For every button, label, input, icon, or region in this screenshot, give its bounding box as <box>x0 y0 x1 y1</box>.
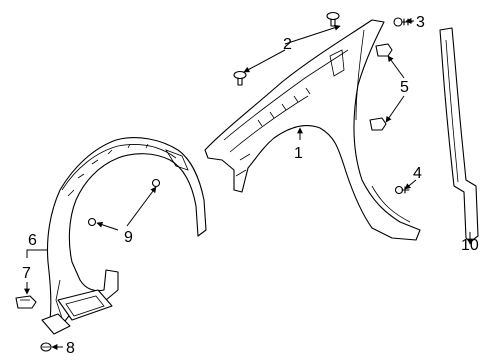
callout-7: 7 <box>22 265 31 282</box>
callout-2: 2 <box>283 36 292 53</box>
push-pin-fastener-top <box>326 11 340 27</box>
callout-9: 9 <box>124 229 133 246</box>
wheelhouse-liner-part <box>41 137 207 335</box>
clip-part-upper <box>375 43 393 57</box>
callout-4: 4 <box>413 165 422 182</box>
leader-lines <box>24 18 473 350</box>
callout-labels: 2 3 5 1 4 10 9 6 7 8 <box>22 14 479 357</box>
fender-apron-part <box>204 19 421 241</box>
callout-1: 1 <box>294 145 303 162</box>
leader-2-left <box>243 49 286 73</box>
nut-part-9 <box>151 178 161 188</box>
callout-8: 8 <box>66 340 75 357</box>
callout-3: 3 <box>416 14 425 31</box>
screw-part-8 <box>40 342 52 352</box>
leader-9-lower <box>96 221 119 231</box>
leader-4 <box>404 179 417 190</box>
leader-6-bracket <box>26 249 48 258</box>
push-pin-fastener-left <box>233 70 247 86</box>
retainer-part-7 <box>15 295 37 309</box>
leader-9-upper <box>126 186 157 227</box>
callout-6: 6 <box>28 232 37 249</box>
fender-seal-part <box>439 27 479 243</box>
leader-5-upper <box>387 55 405 79</box>
callout-10: 10 <box>461 237 479 254</box>
screw-part-3 <box>393 17 413 27</box>
clip-part-lower <box>369 117 387 131</box>
leader-5-lower <box>385 95 405 123</box>
nut-part-9-lower <box>87 217 97 227</box>
leader-2-top <box>284 24 341 45</box>
callout-5: 5 <box>400 79 409 96</box>
bolt-part-4 <box>394 185 410 195</box>
